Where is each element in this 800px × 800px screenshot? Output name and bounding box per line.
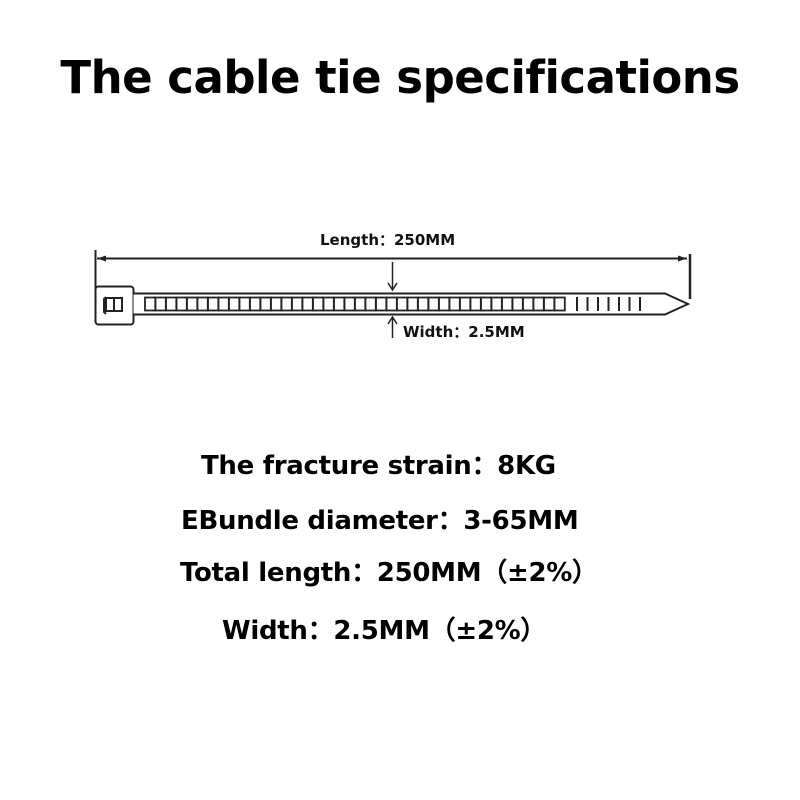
tie-head xyxy=(94,285,135,326)
cable-tie-drawing xyxy=(94,250,692,338)
spec-fracture-strain: The fracture strain：8KG xyxy=(201,451,556,481)
page-title: The cable tie specifications xyxy=(60,51,740,104)
spec-bundle-diameter: EBundle diameter：3-65MM xyxy=(181,506,579,536)
width-dimension xyxy=(387,262,398,338)
spec-total-length: Total length：250MM（±2%） xyxy=(180,558,598,588)
length-label: Length：250MM xyxy=(320,231,456,249)
strap-tail-ticks xyxy=(576,297,641,311)
spec-width: Width：2.5MM（±2%） xyxy=(222,616,547,646)
width-label: Width：2.5MM xyxy=(403,323,525,341)
length-dimension xyxy=(94,250,692,299)
tie-strap xyxy=(133,292,691,316)
cable-tie-diagram: Length：250MM Width：2.5MM xyxy=(0,0,800,360)
strap-teeth xyxy=(144,296,566,312)
